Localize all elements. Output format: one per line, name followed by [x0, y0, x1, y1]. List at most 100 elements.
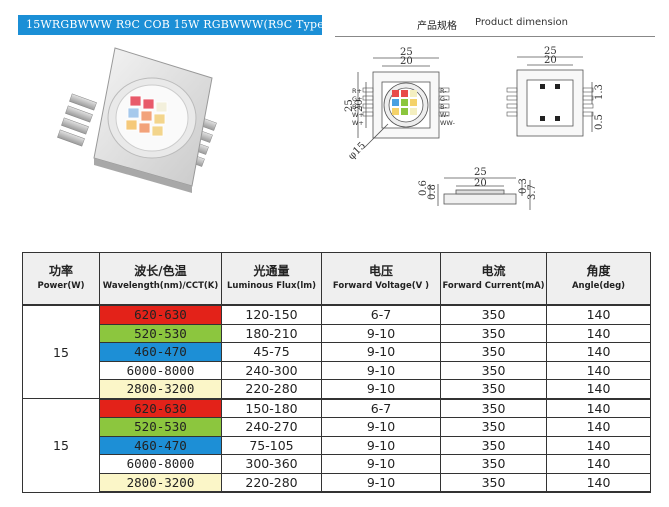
wavelength-cell: 460-470 [99, 435, 222, 455]
angle-cell: 140 [546, 398, 651, 418]
flux-cell: 120-150 [221, 304, 322, 325]
voltage-cell: 9-10 [321, 323, 441, 343]
side-view-drawing [429, 177, 531, 210]
product-title: 15WRGBWWW R9C COB 15W RGBWWW(R9C Type Fr… [26, 18, 322, 31]
side-t1: 0.6 [418, 180, 429, 196]
front-diameter: φ15 [346, 140, 368, 162]
pin-left-5: W+ [352, 119, 364, 127]
product-drawings: 25 20 25 20 φ15 R+ G+ B+ W+ W+ R- G- B- … [57, 46, 605, 210]
wavelength-cell: 6000-8000 [99, 360, 222, 380]
pin-left-2: G+ [352, 95, 362, 103]
back-w-outer: 25 [544, 46, 557, 57]
current-cell: 350 [440, 342, 547, 362]
flux-cell: 220-280 [221, 472, 322, 493]
current-cell: 350 [440, 398, 547, 418]
voltage-cell: 9-10 [321, 360, 441, 380]
pin-right-1: R- [440, 87, 447, 95]
back-pad-gap: 0.5 [594, 114, 605, 130]
pin-right-5: WW- [440, 119, 456, 127]
wavelength-cell: 6000-8000 [99, 454, 222, 474]
wavelength-cell: 520-530 [99, 323, 222, 343]
back-pad-h: 1.3 [594, 84, 605, 100]
flux-cell: 180-210 [221, 323, 322, 343]
front-view-drawing [357, 57, 450, 149]
side-w-outer: 25 [474, 167, 487, 178]
voltage-cell: 9-10 [321, 342, 441, 362]
wavelength-cell: 460-470 [99, 342, 222, 362]
voltage-cell: 9-10 [321, 454, 441, 474]
voltage-cell: 6-7 [321, 304, 441, 325]
side-t2: 0.8 [427, 184, 438, 200]
back-w-inner: 20 [544, 55, 557, 66]
pin-right-3: B- [440, 103, 447, 111]
angle-cell: 140 [546, 379, 651, 400]
side-w-inner: 20 [474, 178, 487, 189]
voltage-cell: 9-10 [321, 435, 441, 455]
voltage-cell: 9-10 [321, 379, 441, 400]
angle-cell: 140 [546, 417, 651, 437]
pin-left-3: B+ [352, 103, 362, 111]
pin-left-4: W+ [352, 111, 364, 119]
current-cell: 350 [440, 379, 547, 400]
flux-cell: 45-75 [221, 342, 322, 362]
spec-header-en: Product dimension [475, 17, 568, 28]
flux-cell: 150-180 [221, 398, 322, 418]
side-t4: 3.7 [527, 184, 538, 200]
angle-cell: 140 [546, 454, 651, 474]
pin-left-1: R+ [352, 87, 362, 95]
spec-header: 产品规格 Product dimension [335, 12, 655, 37]
angle-cell: 140 [546, 304, 651, 325]
power-cell: 15 [22, 304, 100, 399]
flux-cell: 300-360 [221, 454, 322, 474]
product-photo [57, 47, 217, 193]
flux-cell: 220-280 [221, 379, 322, 400]
front-w-inner: 20 [400, 56, 413, 67]
current-cell: 350 [440, 323, 547, 343]
product-title-bar: 15WRGBWWW R9C COB 15W RGBWWW(R9C Type Fr… [18, 15, 322, 35]
wavelength-cell: 2800-3200 [99, 472, 222, 493]
power-cell: 15 [22, 398, 100, 493]
front-h-outer: 25 [344, 99, 355, 112]
front-h-inner: 20 [354, 99, 365, 112]
current-cell: 350 [440, 435, 547, 455]
current-cell: 350 [440, 360, 547, 380]
current-cell: 350 [440, 417, 547, 437]
flux-cell: 75-105 [221, 435, 322, 455]
wavelength-cell: 620-630 [99, 398, 222, 418]
pin-right-2: G- [440, 95, 448, 103]
voltage-cell: 6-7 [321, 398, 441, 418]
flux-cell: 240-300 [221, 360, 322, 380]
wavelength-cell: 620-630 [99, 304, 222, 325]
voltage-cell: 9-10 [321, 417, 441, 437]
angle-cell: 140 [546, 342, 651, 362]
wavelength-cell: 520-530 [99, 417, 222, 437]
back-view-drawing [506, 56, 594, 137]
current-cell: 350 [440, 454, 547, 474]
voltage-cell: 9-10 [321, 472, 441, 493]
current-cell: 350 [440, 304, 547, 325]
spec-header-cn: 产品规格 [417, 21, 457, 32]
current-cell: 350 [440, 472, 547, 493]
wavelength-cell: 2800-3200 [99, 379, 222, 400]
angle-cell: 140 [546, 360, 651, 380]
angle-cell: 140 [546, 472, 651, 493]
angle-cell: 140 [546, 435, 651, 455]
front-w-outer: 25 [400, 47, 413, 58]
